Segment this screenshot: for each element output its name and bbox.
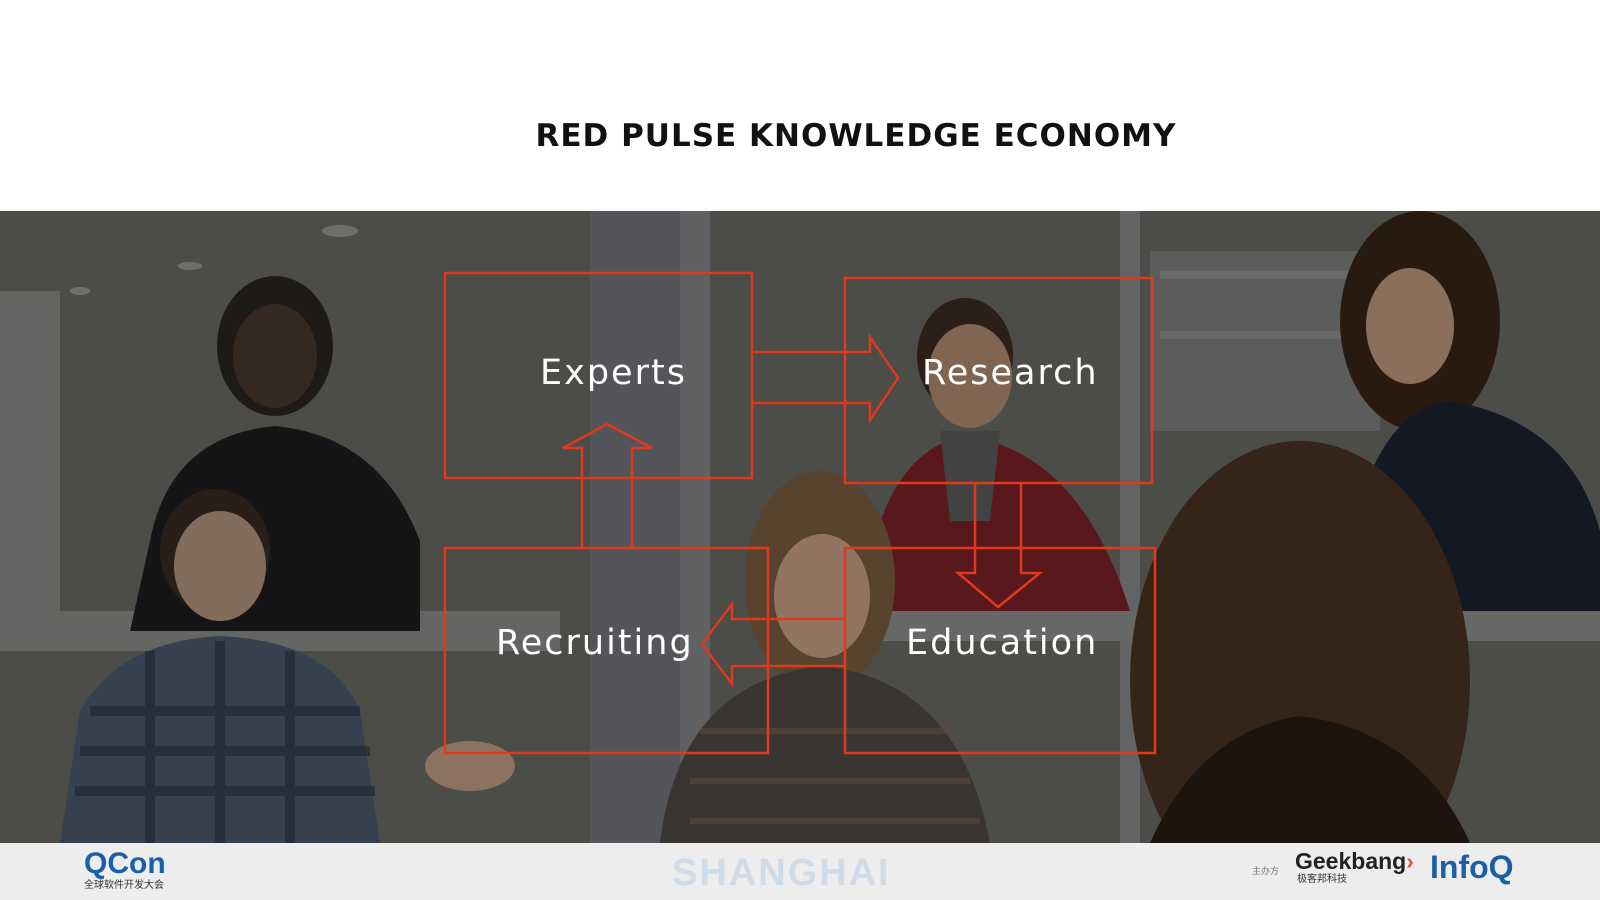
qcon-subtitle: 全球软件开发大会 (84, 880, 164, 891)
research-box (843, 276, 1154, 485)
geekbang-brand: Geekbang (1295, 848, 1407, 874)
arrow-research-to-education (954, 483, 1044, 609)
recruiting-box (443, 546, 770, 755)
chevron-right-icon: › (1406, 848, 1414, 874)
organizer-label: 主办方 (1252, 867, 1280, 877)
qcon-logo: QCon 全球软件开发大会 (84, 849, 166, 892)
experts-box (443, 271, 754, 480)
qcon-brand: QCon (84, 847, 166, 880)
arrow-recruiting-to-experts (562, 422, 653, 548)
node-experts-label: Experts (540, 353, 687, 393)
education-box (843, 546, 1157, 755)
arrow-education-to-recruiting (700, 600, 845, 688)
node-education-label: Education (906, 623, 1099, 663)
footer-bar: QCon 全球软件开发大会 SHANGHAI 主办方 Geekbang› 极客邦… (0, 843, 1600, 900)
office-team-photo (0, 211, 1600, 843)
geekbang-subtitle: 极客邦科技 (1297, 874, 1347, 885)
infoq-logo: InfoQ (1430, 849, 1514, 885)
node-research-label: Research (922, 353, 1099, 393)
slide-title: RED PULSE KNOWLEDGE ECONOMY (535, 118, 1177, 154)
node-recruiting-label: Recruiting (496, 623, 694, 663)
city-label: SHANGHAI (672, 852, 891, 894)
geekbang-logo: Geekbang› 极客邦科技 (1295, 849, 1414, 886)
knowledge-cycle-diagram (443, 271, 1157, 755)
arrow-experts-to-research (752, 332, 900, 425)
background-photo: Experts Research Education Recruiting (0, 211, 1600, 843)
